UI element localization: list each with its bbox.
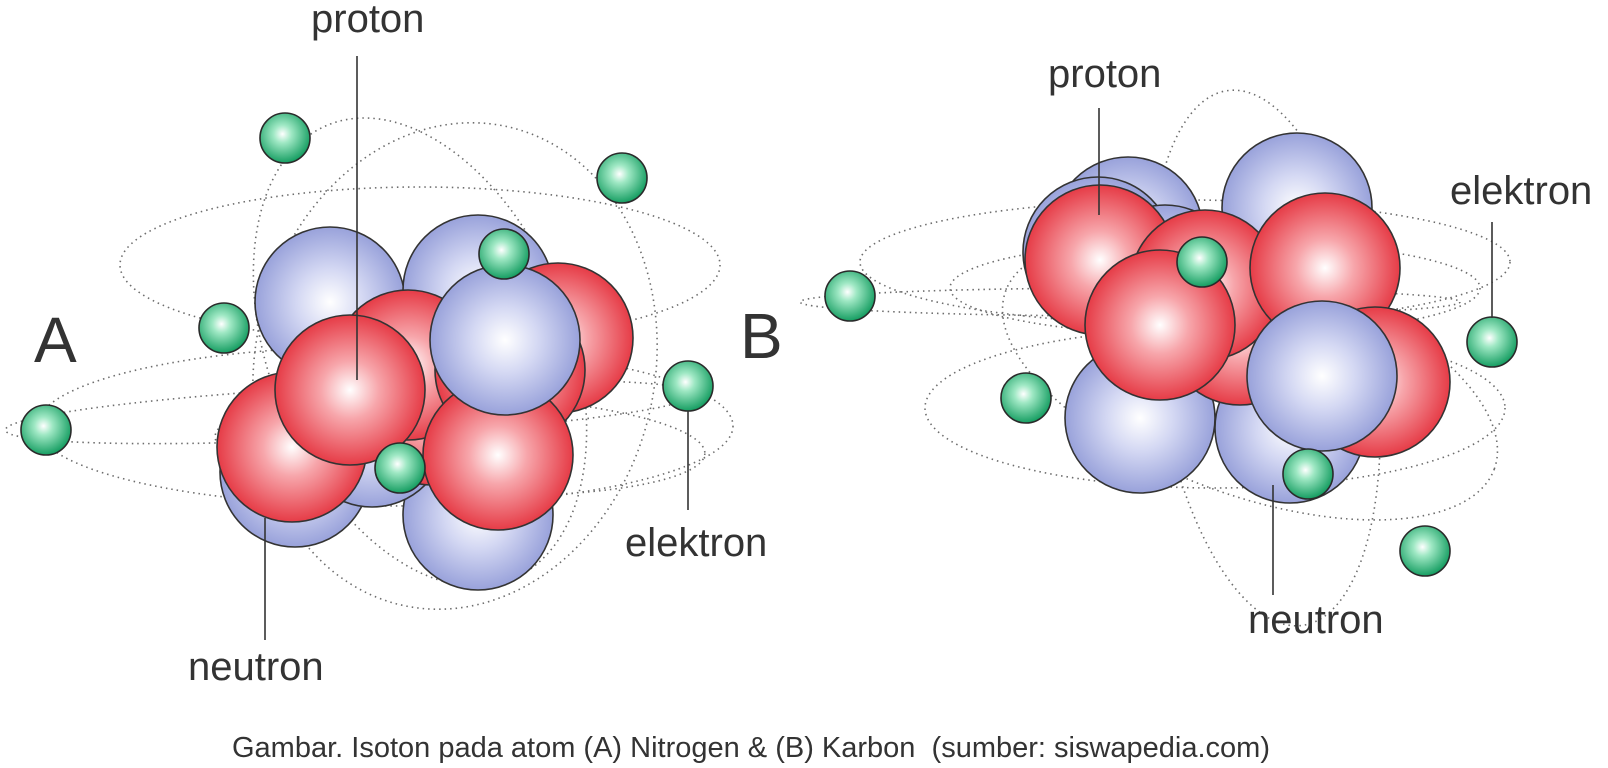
electron: [1399, 525, 1451, 577]
electron: [1176, 236, 1228, 288]
atom-a-nucleus: [216, 214, 634, 591]
electron: [374, 442, 426, 494]
atom-a: A: [4, 0, 767, 689]
orbit: [1001, 239, 1499, 521]
atom-b-neutron-label: neutron: [1248, 598, 1384, 642]
atom-b-nucleus: [1022, 132, 1451, 504]
electron: [259, 112, 311, 164]
electron: [1282, 448, 1334, 500]
orbit: [924, 327, 1506, 489]
electron: [1466, 316, 1518, 368]
proton: [1084, 249, 1236, 401]
neutron: [429, 264, 581, 416]
atom-a-proton-label: proton: [311, 0, 424, 41]
atom-a-electron-label: elektron: [625, 521, 767, 565]
electron: [478, 228, 530, 280]
atom-a-letter: A: [34, 304, 77, 376]
atom-b-electrons: [824, 236, 1518, 577]
atom-a-electrons: [20, 112, 714, 494]
electron: [662, 360, 714, 412]
neutron: [1246, 300, 1398, 452]
atom-b-proton-label: proton: [1048, 52, 1161, 96]
electron: [1000, 372, 1052, 424]
electron: [596, 152, 648, 204]
electron: [20, 404, 72, 456]
orbit: [859, 199, 1511, 325]
proton: [274, 314, 426, 466]
orbit: [252, 121, 658, 611]
orbit: [119, 186, 721, 344]
atom-b-electron-label: elektron: [1450, 169, 1592, 213]
electron: [824, 270, 876, 322]
atom-b-letter: B: [740, 300, 783, 372]
orbit: [214, 393, 706, 497]
atom-b: B: [740, 52, 1592, 642]
electron: [198, 302, 250, 354]
figure-caption: Gambar. Isoton pada atom (A) Nitrogen & …: [232, 732, 1270, 764]
atom-a-neutron-label: neutron: [188, 645, 324, 689]
